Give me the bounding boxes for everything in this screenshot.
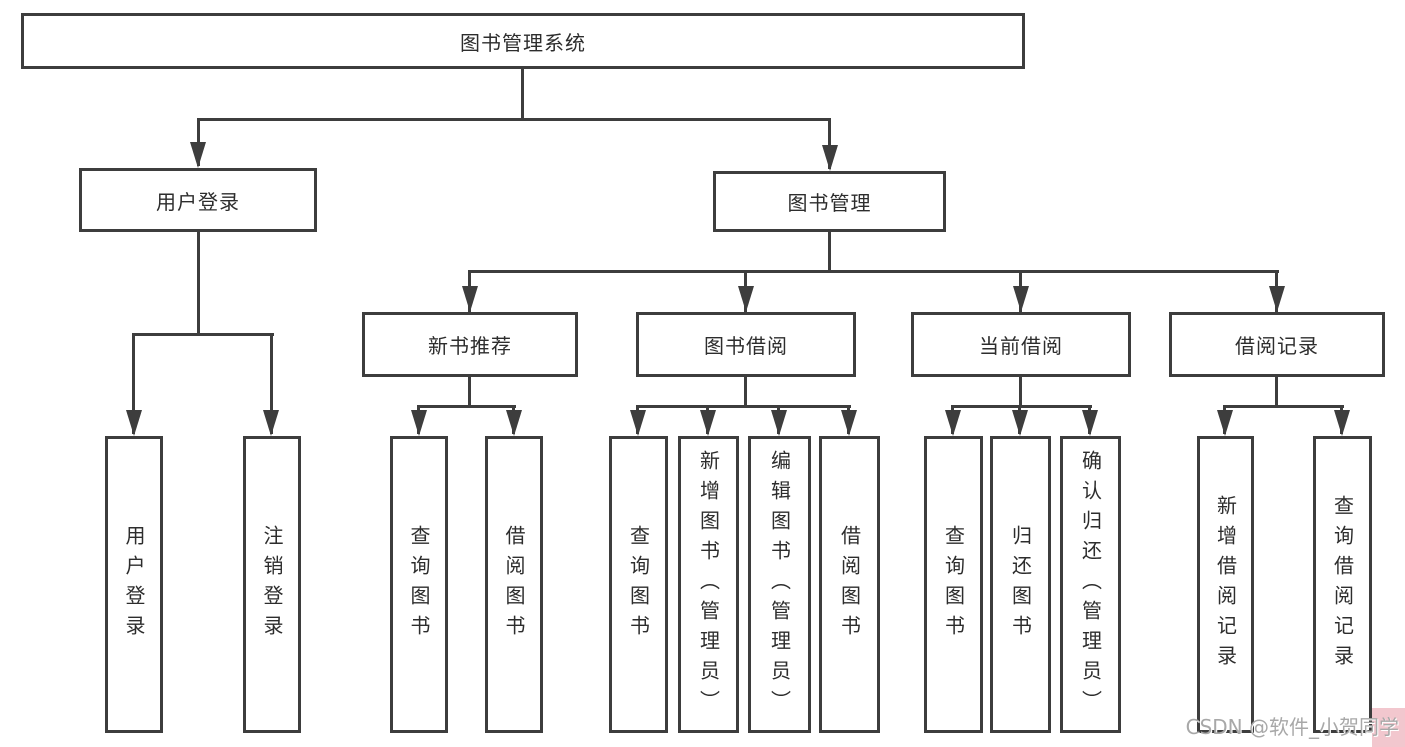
leaf-current-return-books-label: 归还图书 xyxy=(1008,524,1033,645)
leaf-borrow-query-books: 查询图书 xyxy=(609,436,668,733)
connector-recommend-rail xyxy=(417,405,516,408)
arrowhead-current-query xyxy=(945,410,961,436)
node-user-login: 用户登录 xyxy=(79,168,317,232)
node-book-management: 图书管理 xyxy=(713,171,946,232)
leaf-user-login-label: 用户登录 xyxy=(122,524,146,645)
node-new-book-recommend-label: 新书推荐 xyxy=(428,334,512,358)
leaf-records-add-record: 新增借阅记录 xyxy=(1197,436,1254,733)
arrowhead-current-borrow xyxy=(1013,286,1029,312)
node-borrow-records: 借阅记录 xyxy=(1169,312,1385,377)
watermark-text: CSDN @软件_小贺同学 xyxy=(1185,715,1399,739)
node-current-borrow-label: 当前借阅 xyxy=(979,334,1063,358)
leaf-user-login: 用户登录 xyxy=(105,436,163,733)
arrowhead-user-login xyxy=(190,142,206,168)
connector-recommend-stem xyxy=(468,377,471,407)
connector-borrow-rail xyxy=(636,405,851,408)
connector-login-rail xyxy=(132,333,274,336)
arrowhead-recommend-query xyxy=(411,410,427,436)
node-book-management-label: 图书管理 xyxy=(787,191,872,215)
connector-records-stem xyxy=(1275,377,1278,407)
leaf-current-confirm-return-admin: 确认归还（管理员） xyxy=(1060,436,1121,733)
connector-root-rail xyxy=(197,118,831,121)
node-borrow-records-label: 借阅记录 xyxy=(1235,334,1319,358)
leaf-current-query-books-label: 查询图书 xyxy=(941,524,966,645)
node-new-book-recommend: 新书推荐 xyxy=(362,312,578,377)
node-user-login-label: 用户登录 xyxy=(156,189,240,214)
connector-mgmt-rail xyxy=(468,270,1279,273)
arrowhead-records-add xyxy=(1217,410,1233,436)
leaf-borrow-add-books-admin-label: 新增图书（管理员） xyxy=(696,449,721,720)
leaf-borrow-edit-books-admin-label: 编辑图书（管理员） xyxy=(767,449,792,720)
leaf-borrow-edit-books-admin: 编辑图书（管理员） xyxy=(748,436,811,733)
arrowhead-current-confirm xyxy=(1082,410,1098,436)
leaf-borrow-borrow-books: 借阅图书 xyxy=(819,436,880,733)
connector-current-rail xyxy=(951,405,1092,408)
node-book-borrow-label: 图书借阅 xyxy=(704,334,788,358)
leaf-recommend-borrow-books: 借阅图书 xyxy=(485,436,543,733)
connector-login-stem xyxy=(197,232,200,335)
arrowhead-leaf-user-login xyxy=(126,410,142,436)
leaf-borrow-add-books-admin: 新增图书（管理员） xyxy=(678,436,739,733)
arrowhead-leaf-logout xyxy=(263,410,279,436)
leaf-records-query-record-label: 查询借阅记录 xyxy=(1330,494,1355,675)
leaf-borrow-borrow-books-label: 借阅图书 xyxy=(837,524,862,645)
arrowhead-records-query xyxy=(1334,410,1350,436)
connector-current-stem xyxy=(1019,377,1022,407)
leaf-current-query-books: 查询图书 xyxy=(924,436,983,733)
connector-borrow-stem xyxy=(744,377,747,407)
arrowhead-borrow-add xyxy=(700,410,716,436)
arrowhead-borrow-edit xyxy=(771,410,787,436)
leaf-logout-label: 注销登录 xyxy=(260,524,284,645)
watermark-highlight xyxy=(1372,708,1405,747)
leaf-recommend-borrow-books-label: 借阅图书 xyxy=(502,524,526,645)
leaf-current-return-books: 归还图书 xyxy=(990,436,1051,733)
node-current-borrow: 当前借阅 xyxy=(911,312,1131,377)
node-book-borrow: 图书借阅 xyxy=(636,312,856,377)
arrowhead-borrow-records xyxy=(1269,286,1285,312)
leaf-current-confirm-return-admin-label: 确认归还（管理员） xyxy=(1078,449,1103,720)
arrowhead-borrow-query xyxy=(630,410,646,436)
node-root-label: 图书管理系统 xyxy=(460,30,586,55)
connector-login-arm-2 xyxy=(270,333,273,434)
connector-records-rail xyxy=(1223,405,1344,408)
node-root: 图书管理系统 xyxy=(21,13,1025,69)
connector-login-arm-1 xyxy=(132,333,135,434)
arrowhead-current-return xyxy=(1012,410,1028,436)
leaf-records-add-record-label: 新增借阅记录 xyxy=(1213,494,1238,675)
leaf-recommend-query-books-label: 查询图书 xyxy=(407,524,431,645)
leaf-borrow-query-books-label: 查询图书 xyxy=(626,524,651,645)
connector-root-stem xyxy=(521,69,524,120)
connector-mgmt-stem xyxy=(828,232,831,272)
arrowhead-book-management xyxy=(822,145,838,171)
arrowhead-new-book-recommend xyxy=(462,286,478,312)
connector-root-arm-right xyxy=(828,118,831,169)
leaf-logout: 注销登录 xyxy=(243,436,301,733)
arrowhead-book-borrow xyxy=(738,286,754,312)
arrowhead-recommend-borrow xyxy=(506,410,522,436)
arrowhead-borrow-borrow xyxy=(841,410,857,436)
leaf-recommend-query-books: 查询图书 xyxy=(390,436,448,733)
leaf-records-query-record: 查询借阅记录 xyxy=(1313,436,1372,733)
